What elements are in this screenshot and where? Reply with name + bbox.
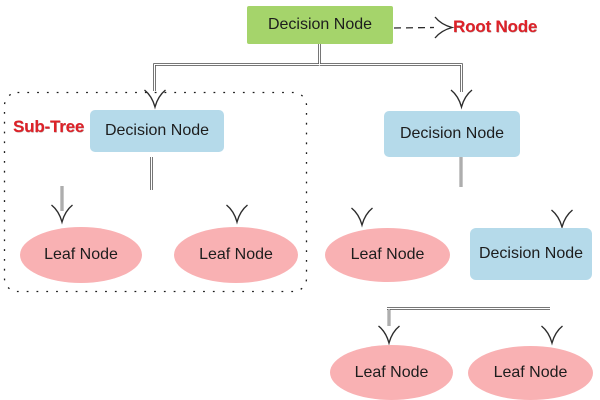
connector-lines-core bbox=[61, 44, 550, 326]
node-bottom-leaf-1: Leaf Node bbox=[330, 345, 453, 400]
arrow-down-icon bbox=[540, 325, 564, 344]
arrow-right-icon bbox=[434, 16, 453, 39]
root-pointer-dashed-line bbox=[393, 26, 435, 29]
node-right-decision: Decision Node bbox=[384, 111, 520, 157]
arrow-down-icon bbox=[550, 209, 574, 228]
node-root-decision: Decision Node bbox=[247, 6, 393, 44]
arrow-down-icon bbox=[450, 89, 473, 108]
arrow-down-icon bbox=[377, 325, 401, 344]
node-subtree-decision: Decision Node bbox=[90, 110, 224, 152]
node-right-decision-2: Decision Node bbox=[470, 228, 592, 280]
connector-lines bbox=[60, 44, 550, 326]
root-node-annotation: Root Node bbox=[453, 17, 538, 36]
node-bottom-leaf-2: Leaf Node bbox=[468, 346, 593, 400]
subtree-annotation: Sub-Tree bbox=[13, 117, 85, 136]
node-subtree-leaf-1: Leaf Node bbox=[20, 227, 142, 283]
arrow-down-icon bbox=[225, 204, 249, 223]
node-right-leaf: Leaf Node bbox=[325, 228, 450, 282]
arrow-down-icon bbox=[350, 207, 374, 226]
subtree-boundary bbox=[3, 91, 308, 293]
node-subtree-leaf-2: Leaf Node bbox=[174, 227, 298, 283]
